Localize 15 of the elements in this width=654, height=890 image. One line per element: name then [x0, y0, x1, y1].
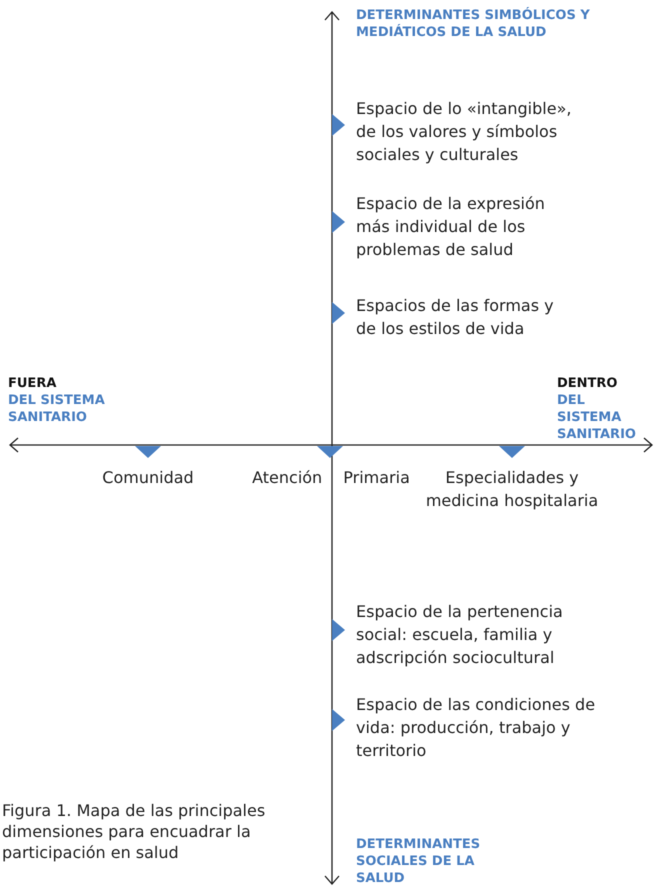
figure-caption: Figura 1. Mapa de las principales dimensiones para encuadrar la participación en salud [2, 800, 266, 863]
axis-heading: DEL SISTEMA SANITARIO [8, 392, 106, 426]
axis-heading: DEL SISTEMA SANITARIO [557, 392, 637, 443]
annotation-text: Espacio de las condiciones de vida: producción, trabajo y territorio [356, 694, 596, 762]
annotation-text: Espacio de la pertenencia social: escuela, familia y adscripción sociocultural [356, 601, 564, 669]
annotation-text: Espacio de lo «intangible», de los valores y símbolos sociales y culturales [356, 98, 572, 166]
annotation-text: Espacios de las formas y de los estilos de vida [356, 295, 555, 340]
axis-heading: DENTRO [557, 375, 618, 392]
annotation-text: Espacio de la expresión más individual de los problemas de salud [356, 193, 546, 261]
axis-heading: FUERA [8, 375, 58, 392]
axis-heading: DETERMINANTES SIMBÓLICOS Y MEDIÁTICOS DE LA SALUD [356, 7, 591, 41]
axis-heading: DETERMINANTES SOCIALES DE LA SALUD [356, 836, 482, 887]
axis-category: Atención Primaria [251, 467, 411, 489]
axis-category: Especialidades y medicina hospitalaria [424, 467, 600, 512]
axis-category: Comunidad [101, 467, 195, 489]
